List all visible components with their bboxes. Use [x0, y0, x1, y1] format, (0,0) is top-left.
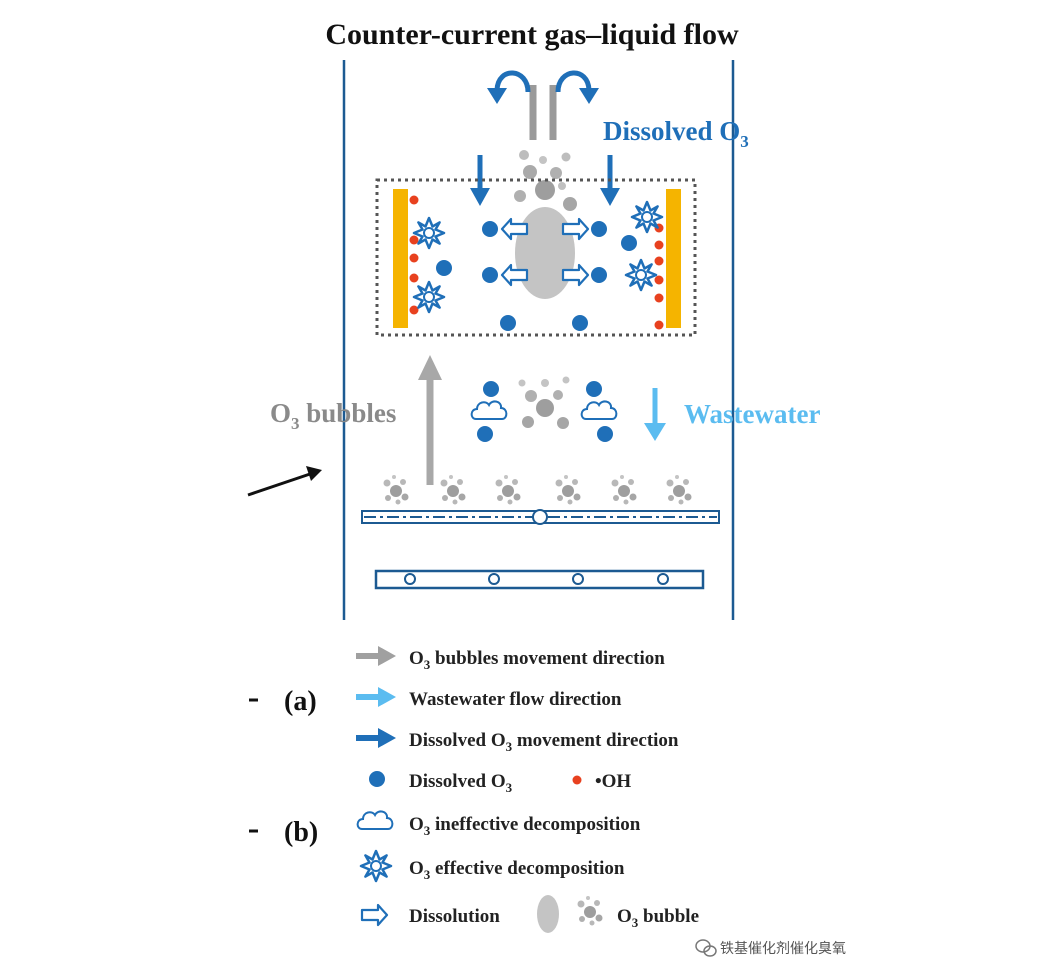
legend-lightblue-arrow-icon [356, 687, 396, 707]
svg-text:(a): (a) [284, 686, 317, 717]
legend-dissolution-icon [360, 903, 389, 927]
central-o3-bubble [515, 207, 575, 299]
legend-label-effective: O3 effective decomposition [409, 858, 625, 882]
legend-label-o3-bubble: O3 bubble [617, 906, 699, 930]
water-distributor [374, 569, 705, 590]
legend-gray-arrow-icon [356, 646, 396, 666]
dissolved-o3-label: Dissolved O3 [603, 116, 749, 151]
wastewater-label: Wastewater [684, 399, 820, 429]
star-icon [412, 216, 446, 250]
dissolved-o3-dots [436, 221, 637, 331]
watermark: 铁基催化剂催化臭氧 [695, 939, 846, 957]
oh-radicals-left [409, 195, 419, 315]
cloud-icon [470, 400, 508, 420]
reaction-zone [375, 178, 697, 337]
legend-label-ineffective: O3 ineffective decomposition [409, 814, 641, 838]
legend-label-dissolved-o3: Dissolved O3 [409, 771, 513, 795]
cloud-icon [580, 400, 618, 420]
legend-o3-bubble-icon [537, 895, 559, 933]
legend-label-oh: •OH [595, 771, 631, 792]
star-icon [624, 258, 658, 292]
svg-text:铁基催化剂催化臭氧: 铁基催化剂催化臭氧 [720, 940, 846, 956]
wechat-icon [695, 939, 717, 957]
dissolved-o3-arrows [470, 155, 620, 206]
star-icon [630, 200, 664, 234]
wastewater-arrow [644, 388, 666, 441]
legend-bubble-cluster-icon [577, 896, 603, 926]
legend: O3 bubbles movement direction Wastewater… [356, 646, 699, 933]
svg-text:(b): (b) [284, 817, 318, 848]
legend-label-dissolution: Dissolution [409, 906, 500, 927]
outlet-pipes [487, 70, 599, 140]
gas-diffuser [361, 509, 720, 525]
o3-bubbles-arrow [418, 355, 442, 485]
legend-dissolved-o3-icon [369, 771, 385, 787]
legend-label-wastewater-flow: Wastewater flow direction [409, 689, 622, 710]
legend-oh-icon [572, 775, 582, 785]
legend-star-icon [359, 849, 393, 883]
legend-label-dissolved-o3-movement: Dissolved O3 movement direction [409, 730, 679, 754]
mid-region [470, 376, 618, 442]
legend-label-o3-bubbles-movement: O3 bubbles movement direction [409, 648, 665, 672]
electrode-right [666, 189, 681, 328]
side-label-b: (b) [249, 817, 318, 848]
star-icon [412, 280, 446, 314]
oh-radicals-right [654, 223, 664, 330]
pointer-arrow [247, 466, 322, 497]
side-label-a: (a) [249, 686, 317, 717]
legend-cloud-icon [356, 810, 394, 830]
electrode-left [393, 189, 408, 328]
legend-blue-arrow-icon [356, 728, 396, 748]
diagram-title: Counter-current gas–liquid flow [325, 18, 739, 51]
top-bubbles [514, 150, 577, 211]
o3-bubbles-label: O3 bubbles [270, 398, 396, 433]
